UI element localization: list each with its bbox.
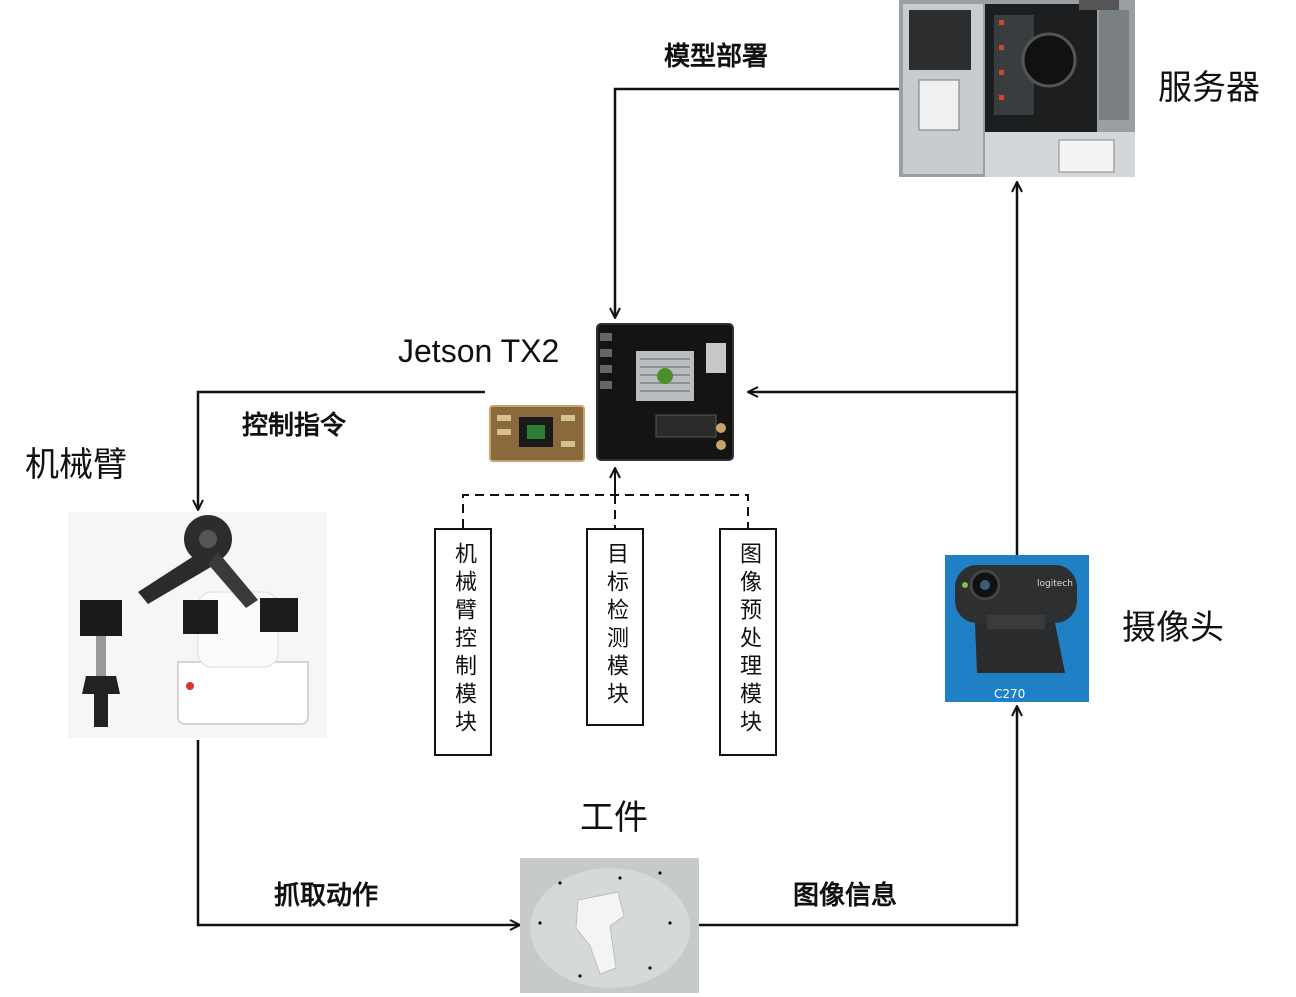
control-label: 控制指令	[242, 411, 347, 441]
module-arm-control-label: 机械臂控制模块	[451, 542, 476, 738]
image-info-label: 图像信息	[793, 881, 898, 911]
grasp-arrow	[196, 740, 520, 925]
server-label: 服务器	[1158, 68, 1260, 108]
server-image	[899, 0, 1135, 177]
camera-model: C270	[994, 687, 1026, 701]
image-info-arrow	[698, 706, 1017, 927]
module-object-detection-label: 目标检测模块	[603, 542, 628, 710]
jetson-label: Jetson TX2	[398, 333, 560, 369]
module-object-detection: 目标检测模块	[586, 528, 644, 726]
arm-label: 机械臂	[25, 445, 127, 485]
module-bus-dashed	[462, 494, 749, 528]
deploy-label: 模型部署	[664, 42, 769, 72]
workpiece-label: 工件	[580, 798, 648, 838]
jetson-module-image	[489, 405, 585, 462]
module-arm-control: 机械臂控制模块	[434, 528, 492, 756]
camera-brand: logitech	[1037, 579, 1073, 589]
grasp-label: 抓取动作	[274, 881, 379, 911]
robot-arm-image	[68, 512, 327, 738]
camera-image: logitech C270	[945, 555, 1089, 702]
deploy-arrow	[615, 87, 900, 318]
module-image-preprocess: 图像预处理模块	[719, 528, 777, 756]
workpiece-image	[520, 858, 699, 993]
control-arrow	[198, 390, 485, 510]
jetson-board-image	[596, 323, 734, 461]
module-image-preprocess-label: 图像预处理模块	[736, 542, 761, 738]
camera-label: 摄像头	[1122, 608, 1224, 648]
